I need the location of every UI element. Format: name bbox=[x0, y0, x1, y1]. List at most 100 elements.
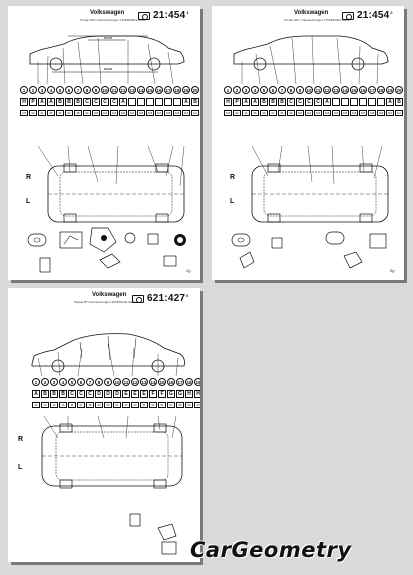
callout-number: 12 bbox=[323, 86, 331, 94]
callout-number: 19 bbox=[194, 378, 200, 386]
part-symbol-box bbox=[377, 98, 385, 106]
reference-cell: 104 bbox=[332, 110, 340, 116]
reference-cell: 106 bbox=[146, 110, 154, 116]
reference-cell: 102 bbox=[314, 110, 322, 116]
callout-number: 20 bbox=[395, 86, 403, 94]
callout-number: 11 bbox=[314, 86, 322, 94]
camera-icon bbox=[138, 12, 150, 20]
callout-number: 18 bbox=[173, 86, 181, 94]
reference-cell: 55 bbox=[149, 402, 157, 408]
callout-number: 12 bbox=[131, 378, 139, 386]
reference-cell: 43 bbox=[41, 402, 49, 408]
svg-text:60000: 60000 bbox=[104, 67, 113, 71]
callout-number: 1 bbox=[20, 86, 28, 94]
part-symbol-box: A bbox=[242, 98, 250, 106]
sheet-1-doc-number: 21:4541 bbox=[153, 10, 189, 21]
callout-number: 13 bbox=[332, 86, 340, 94]
part-symbol-box: A bbox=[251, 98, 259, 106]
reference-cell: 111 bbox=[395, 110, 403, 116]
camera-icon bbox=[342, 12, 354, 20]
reference-cell: 52 bbox=[122, 402, 130, 408]
reference-cell: 95 bbox=[47, 110, 55, 116]
callout-number: 3 bbox=[38, 86, 46, 94]
part-symbol-box: H bbox=[185, 390, 193, 398]
part-symbol-box bbox=[173, 98, 181, 106]
part-symbol-box: A bbox=[386, 98, 394, 106]
part-symbol-box bbox=[137, 98, 145, 106]
reference-cell: 95 bbox=[251, 110, 259, 116]
part-symbol-box: E bbox=[140, 390, 148, 398]
callout-number: 6 bbox=[269, 86, 277, 94]
part-symbol-box: H bbox=[194, 390, 200, 398]
callout-number: 15 bbox=[146, 86, 154, 94]
callout-number: 8 bbox=[287, 86, 295, 94]
reference-cell: 99 bbox=[287, 110, 295, 116]
callout-number: 17 bbox=[164, 86, 172, 94]
callout-number: 17 bbox=[176, 378, 184, 386]
part-symbol-box: H bbox=[224, 98, 232, 106]
reference-cell: 94 bbox=[38, 110, 46, 116]
callout-number: 9 bbox=[296, 86, 304, 94]
callout-number: 4 bbox=[251, 86, 259, 94]
part-symbol-box: B bbox=[74, 98, 82, 106]
part-symbol-box: P bbox=[29, 98, 37, 106]
reference-cell: 105 bbox=[341, 110, 349, 116]
part-symbol-box: C bbox=[287, 98, 295, 106]
part-symbol-box: E bbox=[122, 390, 130, 398]
part-symbol-box: A bbox=[119, 98, 127, 106]
callout-number: 14 bbox=[137, 86, 145, 94]
reference-cell: 42 bbox=[32, 402, 40, 408]
reference-cell: 54 bbox=[140, 402, 148, 408]
callout-number: 7 bbox=[74, 86, 82, 94]
reference-cell: 96 bbox=[260, 110, 268, 116]
part-symbol-box: B bbox=[65, 98, 73, 106]
callout-number: 8 bbox=[83, 86, 91, 94]
callout-number: 2 bbox=[29, 86, 37, 94]
reference-cell: 97 bbox=[65, 110, 73, 116]
part-symbol-box: D bbox=[104, 390, 112, 398]
diagram-sheet-1: 60000 60000 bbox=[8, 6, 200, 280]
part-symbol-box: B bbox=[278, 98, 286, 106]
reference-cell: 57 bbox=[167, 402, 175, 408]
diagram-sheet-3: Volkswagen Passat B7 Untersuchungen 3C5P… bbox=[8, 288, 200, 562]
callout-number: 2 bbox=[41, 378, 49, 386]
reference-cell: 110 bbox=[182, 110, 190, 116]
part-symbol-box: C bbox=[296, 98, 304, 106]
sheet-1-side-left: L bbox=[26, 198, 31, 205]
reference-cell: 103 bbox=[119, 110, 127, 116]
reference-cell: 107 bbox=[155, 110, 163, 116]
sheet-2-callout-circles: 1234567891011121314151617181920212223242… bbox=[224, 86, 404, 94]
part-symbol-box: C bbox=[101, 98, 109, 106]
callout-number: 9 bbox=[92, 86, 100, 94]
reference-cell: 103 bbox=[323, 110, 331, 116]
sheet-1-part-boxes: HPAABBBCCCCAABBBBCCCCC bbox=[20, 98, 200, 106]
callout-number: 5 bbox=[68, 378, 76, 386]
callout-number: 10 bbox=[113, 378, 121, 386]
part-symbol-box: A bbox=[38, 98, 46, 106]
part-symbol-box: B bbox=[260, 98, 268, 106]
callout-number: 1 bbox=[224, 86, 232, 94]
sheet-2-page-number: 8g bbox=[390, 268, 395, 273]
reference-cell: 94 bbox=[242, 110, 250, 116]
callout-number: 7 bbox=[86, 378, 94, 386]
sheet-2-side-left: L bbox=[230, 198, 235, 205]
callout-number: 18 bbox=[377, 86, 385, 94]
reference-cell: 48 bbox=[86, 402, 94, 408]
reference-cell: 100 bbox=[296, 110, 304, 116]
reference-cell: 101 bbox=[101, 110, 109, 116]
callout-number: 4 bbox=[47, 86, 55, 94]
reference-cell: 46 bbox=[68, 402, 76, 408]
callout-number: 5 bbox=[56, 86, 64, 94]
callout-number: 2 bbox=[233, 86, 241, 94]
reference-cell: 47 bbox=[77, 402, 85, 408]
part-symbol-box: D bbox=[113, 390, 121, 398]
sheet-2-doc-number: 21:4542 bbox=[357, 10, 393, 21]
callout-number: 11 bbox=[122, 378, 130, 386]
reference-cell: 53 bbox=[131, 402, 139, 408]
part-symbol-box: H bbox=[20, 98, 28, 106]
part-symbol-box: C bbox=[86, 390, 94, 398]
svg-text:60000: 60000 bbox=[104, 36, 113, 40]
